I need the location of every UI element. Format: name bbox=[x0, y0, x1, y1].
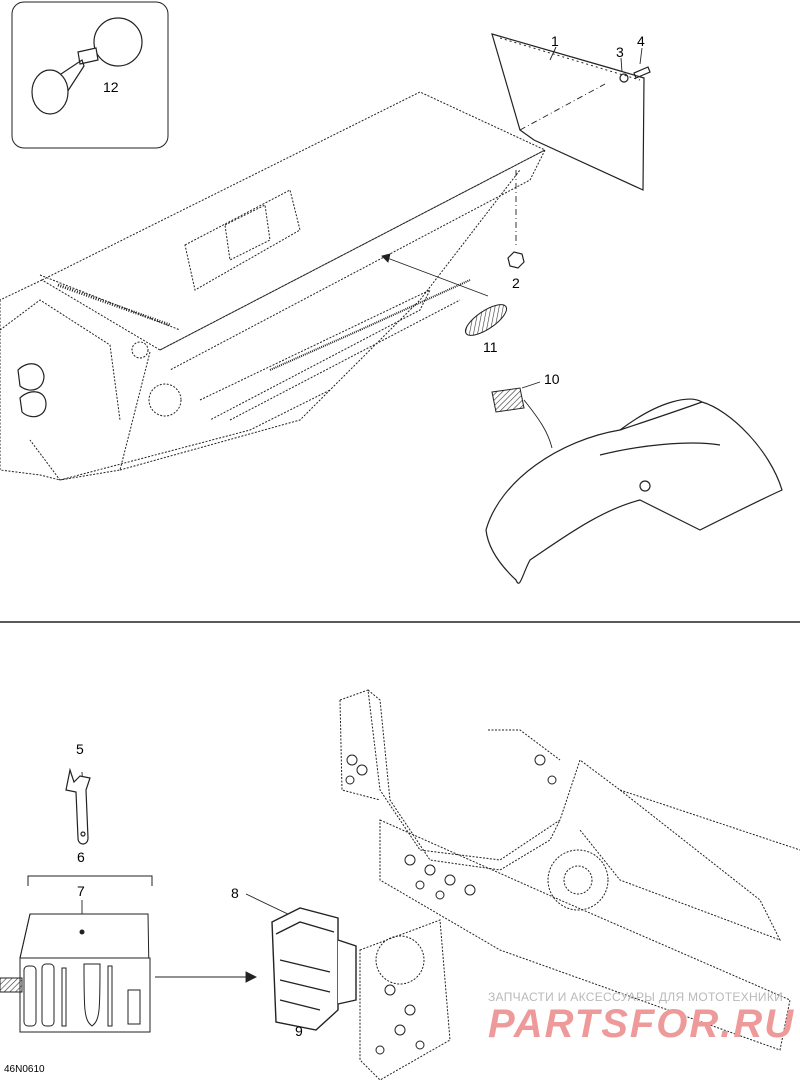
horn-bulb bbox=[93, 17, 143, 67]
callout-1: 1 bbox=[551, 33, 559, 49]
tool-box bbox=[271, 907, 357, 1031]
horn-clamp bbox=[77, 47, 99, 65]
watermark: ЗАПЧАСТИ И АКСЕССУАРЫ ДЛЯ МОТОТЕХНИКИ PA… bbox=[488, 990, 798, 1047]
callout-8: 8 bbox=[231, 885, 239, 901]
tunnel-details bbox=[17, 279, 471, 418]
decal bbox=[491, 387, 525, 413]
inset-horn bbox=[11, 1, 169, 149]
callout-6: 6 bbox=[77, 849, 85, 865]
callout-5: 5 bbox=[76, 741, 84, 757]
watermark-tagline: ЗАПЧАСТИ И АКСЕССУАРЫ ДЛЯ МОТОТЕХНИКИ bbox=[488, 990, 784, 1004]
callout-12: 12 bbox=[103, 79, 119, 95]
reflector bbox=[464, 304, 508, 336]
hood bbox=[485, 398, 783, 584]
fastener-hardware bbox=[507, 66, 651, 269]
wrench bbox=[65, 767, 91, 845]
callout-2: 2 bbox=[512, 275, 520, 291]
watermark-logo: PARTSFOR.RU bbox=[488, 1002, 796, 1046]
callout-4: 4 bbox=[637, 33, 645, 49]
callout-9: 9 bbox=[295, 1023, 303, 1039]
figure-reference-code: 46N0610 bbox=[4, 1064, 45, 1075]
callout-3: 3 bbox=[616, 44, 624, 60]
horn-bell bbox=[51, 59, 85, 101]
callout-10: 10 bbox=[544, 371, 560, 387]
chassis-holes bbox=[345, 754, 557, 1055]
kit-bracket bbox=[27, 875, 153, 886]
callout-11: 11 bbox=[483, 339, 498, 355]
tunnel-assembly bbox=[0, 91, 547, 481]
chassis-frame bbox=[339, 689, 800, 1081]
callout-7: 7 bbox=[77, 883, 85, 899]
tool-kit bbox=[0, 913, 151, 1033]
